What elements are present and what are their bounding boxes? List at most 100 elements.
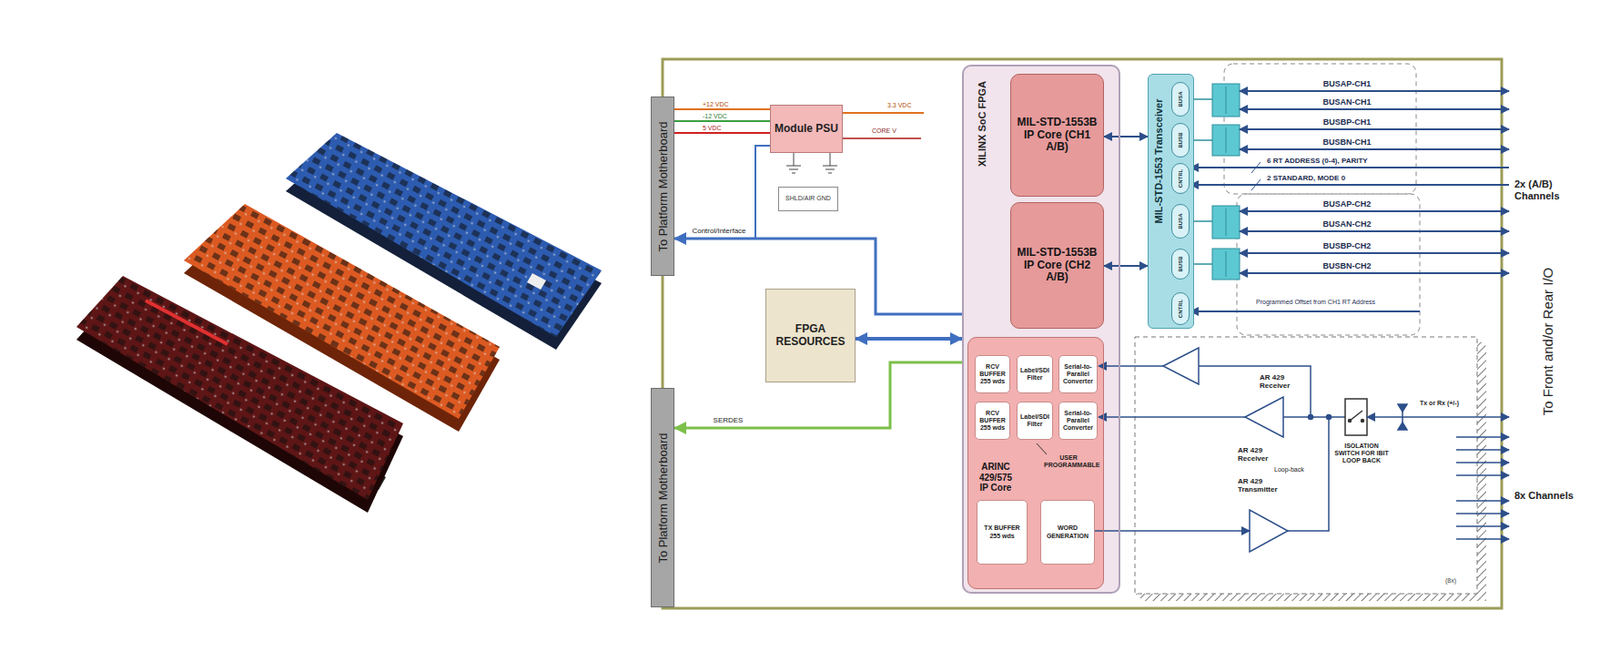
- arinc-io-circuit: [1456, 537, 1509, 540]
- transformer-symbol: [1212, 124, 1240, 156]
- box-text: BUSA: [1177, 212, 1184, 229]
- box-text: CNTRL: [1177, 299, 1184, 318]
- voltage-label: CORE V: [871, 127, 897, 135]
- component-label: AR 429 Receiver: [1259, 373, 1309, 390]
- box-text: MIL-STD-1553B IP Core (CH2 A/B): [1012, 246, 1102, 284]
- power-wires: [786, 165, 801, 167]
- arinc-io-circuit: [1456, 512, 1509, 515]
- io-label: To Front and/or Rear I/O: [1540, 267, 1555, 416]
- bus-line: [1239, 128, 1509, 131]
- box-text: SHLD/AIR GND: [780, 194, 836, 203]
- box-text: To Platform Motherboard: [657, 121, 669, 252]
- box-text: Serial-to-Parallel Converter: [1061, 409, 1095, 432]
- arinc-io-circuit: [1348, 419, 1352, 423]
- arinc-io-circuit: [1397, 422, 1408, 430]
- filter-box: Label/SDI Filter: [1016, 401, 1054, 440]
- bus-oval: BUSB: [1171, 122, 1190, 158]
- arinc-io-circuit: [1456, 435, 1509, 438]
- module-frame: [1236, 193, 1420, 335]
- board-photo: [76, 132, 602, 513]
- box-text: Label/SDI Filter: [1019, 366, 1051, 382]
- power-wires: [791, 172, 796, 174]
- box-text: ARINC 429/575 IP Core: [973, 461, 1018, 494]
- bus-line: [1239, 252, 1509, 254]
- signal-label: BUSAN-CH1: [1292, 97, 1402, 107]
- arinc-io-circuit: [1098, 415, 1246, 418]
- bus-line: [1239, 210, 1509, 213]
- bus-line: [1190, 166, 1509, 169]
- bus-line: [1239, 230, 1509, 233]
- arinc-io-circuit: [1036, 443, 1047, 455]
- filter-box: Label/SDI Filter: [1016, 354, 1054, 394]
- arinc-io-circuit: [1456, 448, 1509, 451]
- module-frame: [962, 64, 1121, 594]
- power-wires: [822, 165, 838, 167]
- transformer-symbol: [1225, 251, 1227, 277]
- voltage-label: 5 VDC: [702, 124, 722, 132]
- bus-oval: BUSA: [1171, 81, 1190, 117]
- voltage-label: +12 VDC: [702, 101, 730, 109]
- arinc-io-circuit: [1397, 404, 1408, 412]
- module-frame: [967, 336, 1104, 589]
- psu-box: Module PSU: [769, 104, 843, 153]
- note-label: Loop-back: [1274, 465, 1305, 474]
- generator-box: WORD GENERATION: [1040, 499, 1095, 565]
- box-text: CNTRL: [1177, 169, 1184, 188]
- note-label: (8x): [1445, 577, 1457, 585]
- box-text: Module PSU: [772, 122, 841, 136]
- signal-label: Tx or Rx (+/-): [1419, 399, 1459, 407]
- power-wires: [674, 108, 770, 111]
- box-text: FPGA RESOURCES: [768, 323, 853, 349]
- transformer-symbol: [1212, 205, 1240, 239]
- box-text: RCV BUFFER 255 wds: [977, 363, 1008, 385]
- signal-label: BUSBP-CH1: [1292, 117, 1402, 127]
- transformer-symbol: [1225, 86, 1227, 114]
- box-text: BUSB: [1177, 131, 1184, 148]
- ip-core-box: MIL-STD-1553B IP Core (CH2 A/B): [1010, 202, 1104, 329]
- arinc-io-circuit: [1287, 416, 1329, 531]
- bus-line: [1239, 272, 1509, 274]
- module-frame: [1477, 338, 1487, 601]
- board-photo: [76, 275, 404, 500]
- arinc-io-circuit: [1456, 525, 1509, 527]
- voltage-label: -12 VDC: [702, 112, 728, 121]
- box-text: BUSB: [1177, 255, 1184, 272]
- power-wires: [793, 152, 795, 166]
- power-wires: [789, 169, 799, 171]
- buffer-box: TX BUFFER 255 wds: [976, 499, 1028, 565]
- module-frame: [662, 59, 1502, 608]
- transformer-symbol: [1225, 208, 1227, 236]
- arinc-io-circuit: [1245, 396, 1284, 437]
- bus-line: [1239, 108, 1509, 111]
- transformer-symbol: [1225, 127, 1227, 153]
- fpga-group: XILINX SoC FPGAMIL-STD-1553B IP Core (CH…: [962, 64, 1121, 594]
- signal-label: 2 STANDARD, MODE 0: [1266, 173, 1346, 183]
- arinc-io-circuit: [1094, 529, 1250, 532]
- buffer-box: RCV BUFFER 255 wds: [974, 401, 1011, 440]
- connector-arrow: [1103, 135, 1148, 138]
- bus-oval: CNTRL: [1171, 162, 1190, 194]
- power-wires: [825, 169, 835, 171]
- connector-bar: To Platform Motherboard: [650, 96, 675, 276]
- arinc-io-circuit: [1361, 419, 1365, 423]
- bus-line: [1190, 91, 1509, 312]
- buffer-box: RCV BUFFER 255 wds: [974, 354, 1011, 394]
- arinc-io-circuit: [1456, 461, 1509, 464]
- module-frame: [662, 59, 1502, 608]
- arinc-io-circuit: [1456, 499, 1509, 502]
- arinc-io-circuit: [1283, 415, 1346, 418]
- box-text: Label/SDI Filter: [1019, 413, 1051, 428]
- connector-bar: To Platform Motherboard: [650, 387, 675, 608]
- power-wires: [830, 152, 831, 166]
- signal-label: BUSBP-CH2: [1292, 241, 1402, 251]
- power-wires: [674, 109, 924, 239]
- connector-arrow: [855, 336, 963, 341]
- voltage-label: 3.3 VDC: [887, 101, 912, 110]
- channel-label: 2x (A/B) Channels: [1514, 178, 1580, 202]
- board-photo: [526, 273, 547, 290]
- connector-arrow: [1103, 264, 1148, 267]
- component-label: AR 429 Receiver: [1237, 445, 1275, 463]
- signal-label: BUSBN-CH2: [1292, 261, 1402, 271]
- arinc-io-circuit: [1349, 410, 1363, 421]
- arinc-io-circuit: [1456, 474, 1509, 476]
